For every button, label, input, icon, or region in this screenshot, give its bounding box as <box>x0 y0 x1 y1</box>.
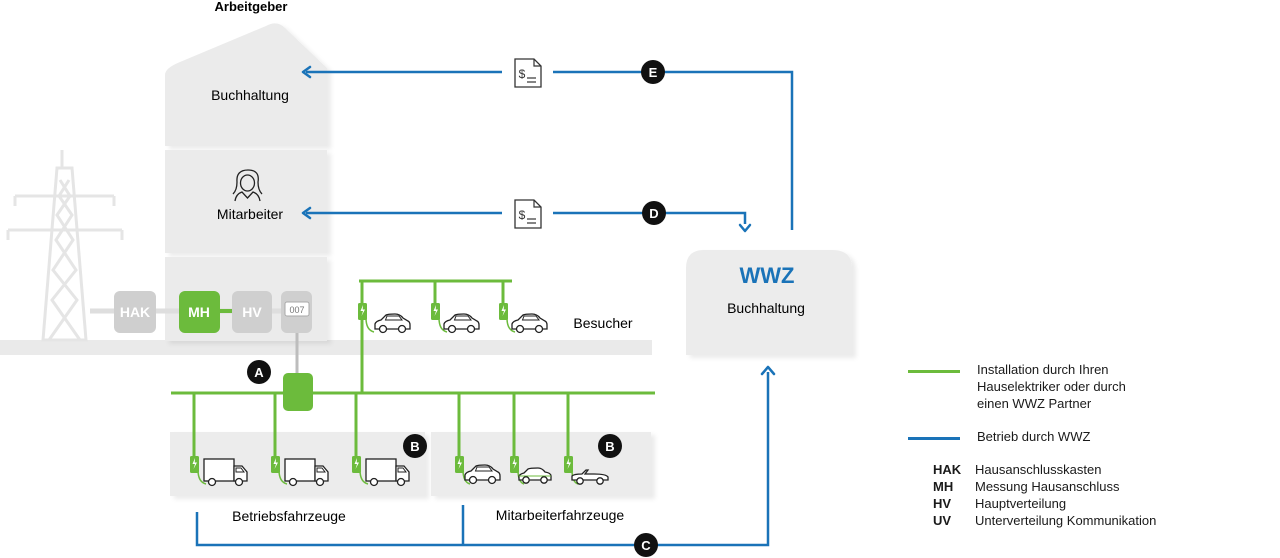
legend-green-swatch <box>908 370 960 373</box>
wwz-accounting-label: Buchhaltung <box>727 300 805 316</box>
wwz-logo: WWZ <box>740 263 795 288</box>
abbreviation-value: Hauptverteilung <box>975 496 1067 511</box>
car-icon <box>374 313 411 334</box>
hak-label: HAK <box>120 304 150 320</box>
car-icon <box>511 313 548 334</box>
invoice-dollar: $ <box>519 208 526 222</box>
marker-b-employees: B <box>605 439 614 454</box>
charger-icon <box>499 303 508 320</box>
charger-icon <box>510 456 519 473</box>
abbreviation-value: Messung Hausanschluss <box>975 479 1120 494</box>
hv-box <box>232 291 272 333</box>
hv-label: HV <box>242 304 262 320</box>
person-icon <box>232 169 263 202</box>
abbreviation-value: Hausanschlusskasten <box>975 462 1102 477</box>
marker-a: A <box>254 365 264 380</box>
ground-platform <box>0 340 652 355</box>
uv-display-value: 007 <box>289 305 304 315</box>
legend-blue-label: Betrieb durch WWZ <box>977 429 1091 444</box>
car-icon <box>443 313 480 334</box>
wwz-building <box>686 250 852 355</box>
power-pylon-icon <box>6 150 124 342</box>
charger-icon <box>271 456 280 473</box>
convertible-icon <box>571 469 609 485</box>
charger-icon <box>352 456 361 473</box>
green-wiring <box>171 279 655 458</box>
charger-icon <box>564 456 573 473</box>
charger-icon <box>190 456 199 473</box>
marker-d: D <box>649 206 658 221</box>
legend-green-label: Installation durch Ihren Hauselektriker … <box>977 362 1126 411</box>
abbreviation-key: UV <box>933 513 952 528</box>
legend-blue-swatch <box>908 437 960 440</box>
hak-box <box>114 291 156 333</box>
building-title: Arbeitgeber <box>215 0 288 14</box>
marker-circles <box>247 60 666 557</box>
marker-c: C <box>641 538 651 553</box>
mh-box <box>179 291 220 333</box>
mh-label: MH <box>188 304 210 320</box>
abbreviation-key: MH <box>933 479 954 494</box>
blue-flows <box>195 70 794 547</box>
floor-staff-label: Mitarbeiter <box>217 206 283 222</box>
employee-vehicles-label: Mitarbeiterfahrzeuge <box>496 507 625 523</box>
abbreviation-value: Unterverteilung Kommunikation <box>975 513 1157 528</box>
visitors-label: Besucher <box>573 315 632 331</box>
marker-e: E <box>649 65 658 80</box>
marker-b-fleet: B <box>410 439 419 454</box>
charger-icon <box>431 303 440 320</box>
floor-accounting-label: Buchhaltung <box>211 87 289 103</box>
small-car-icon <box>518 467 552 484</box>
uv-display <box>284 301 310 317</box>
fleet-label: Betriebsfahrzeuge <box>232 508 346 524</box>
charger-icon <box>358 303 367 320</box>
sub-distribution-box <box>283 373 313 411</box>
abbreviation-key: HAK <box>933 462 962 477</box>
charger-icon <box>455 456 464 473</box>
abbreviation-key: HV <box>933 496 952 511</box>
invoice-dollar: $ <box>519 67 526 81</box>
